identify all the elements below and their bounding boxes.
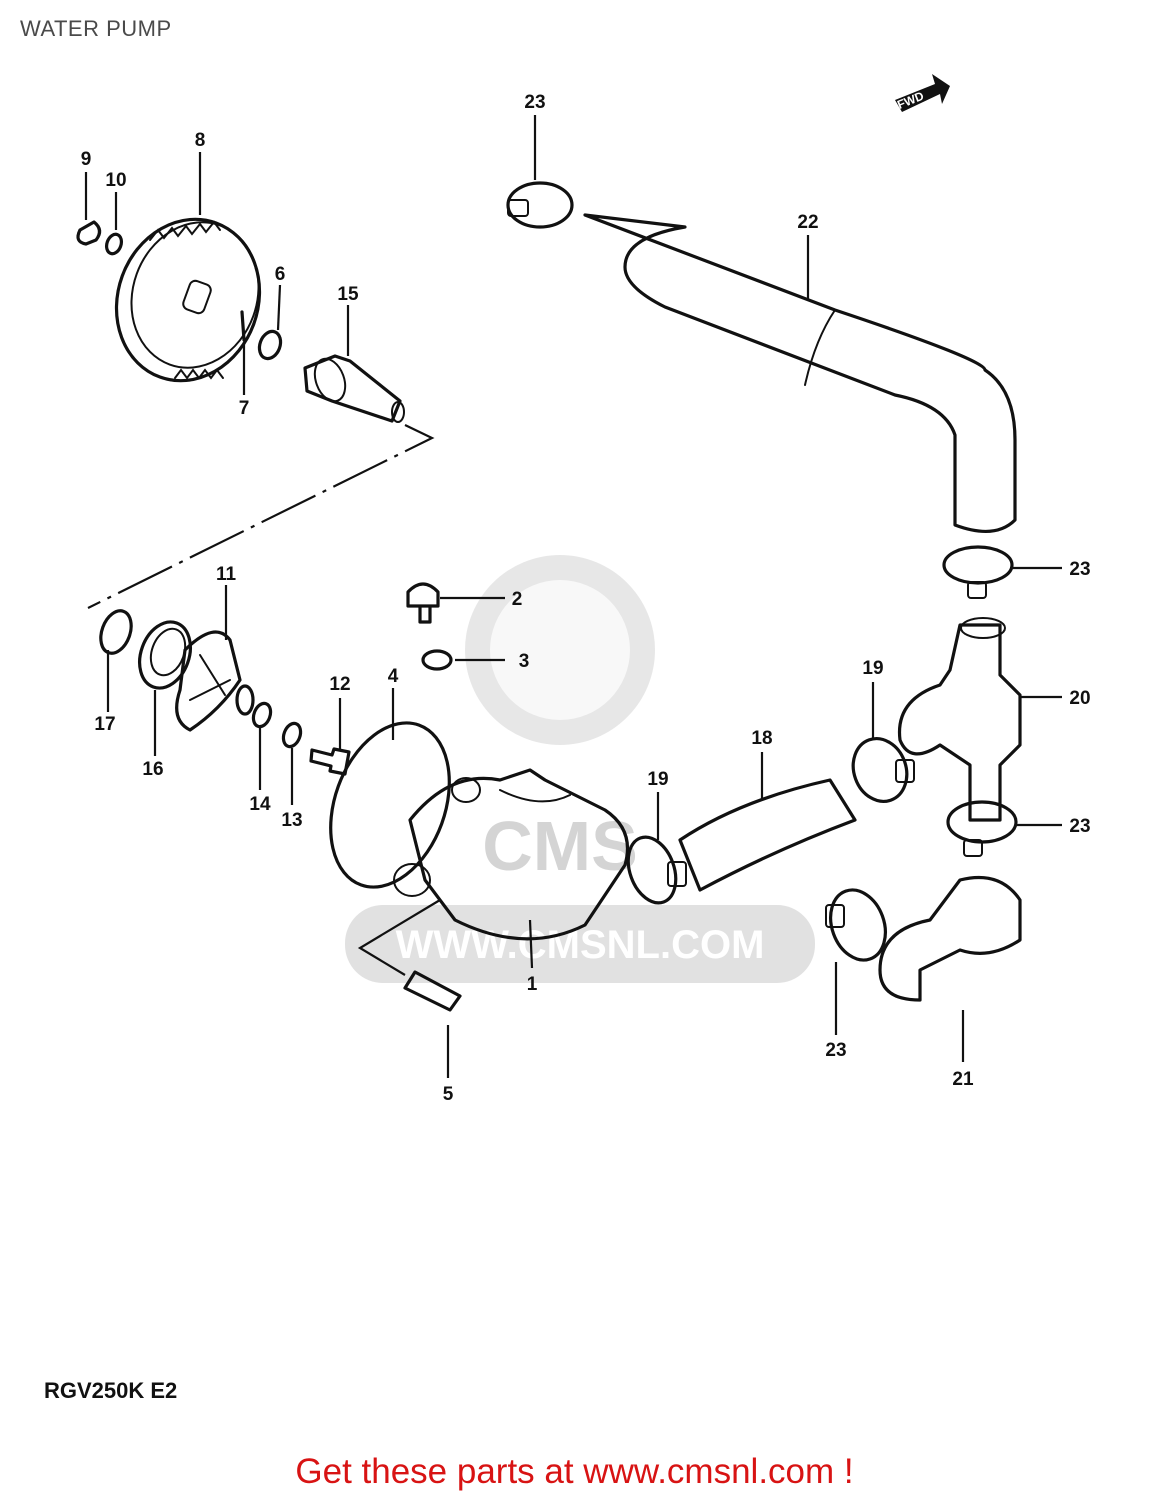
callout-22: 22 [797, 212, 818, 233]
callout-20: 20 [1069, 688, 1090, 709]
callout-4: 4 [388, 666, 399, 687]
part-clamp-19a [626, 835, 687, 905]
callout-23-bottom: 23 [825, 1040, 846, 1061]
forward-direction-tag: FWD [895, 74, 950, 112]
part-gear [114, 217, 262, 383]
callout-8: 8 [195, 130, 206, 151]
part-clamp-19b [851, 737, 915, 803]
callout-12: 12 [329, 674, 350, 695]
part-pin [240, 310, 246, 342]
part-shaft [303, 354, 405, 423]
part-washer-13 [281, 721, 303, 749]
callout-leaders [84, 115, 1062, 1078]
model-code: RGV250K E2 [44, 1378, 178, 1403]
callout-13: 13 [281, 810, 302, 831]
callout-3: 3 [519, 651, 530, 672]
callout-1: 1 [527, 974, 538, 995]
callout-2: 2 [512, 589, 523, 610]
part-drain-plug [406, 582, 440, 624]
callout-15: 15 [337, 284, 359, 305]
fwd-arrow-icon [895, 74, 950, 112]
fwd-label: FWD [895, 89, 926, 112]
watermark: CMS WWW.CMSNL.COM [345, 555, 815, 983]
part-pump-cover [393, 768, 630, 941]
part-bolt-5 [403, 970, 462, 1012]
callout-6: 6 [275, 264, 286, 285]
part-t-joint [897, 617, 1022, 822]
part-hose-18 [678, 778, 857, 892]
callout-17: 17 [94, 714, 115, 735]
callout-14: 14 [249, 794, 271, 815]
watermark-logo-text: CMS [482, 807, 638, 885]
callout-5: 5 [443, 1084, 454, 1105]
callout-23-right-lower: 23 [1069, 816, 1090, 837]
watermark-url: WWW.CMSNL.COM [396, 923, 765, 967]
part-gasket [421, 649, 453, 671]
callout-23-top: 23 [524, 92, 545, 113]
part-washer-6 [257, 329, 283, 361]
callout-19-right: 19 [862, 658, 883, 679]
part-seal [99, 609, 133, 655]
callout-9: 9 [81, 149, 92, 170]
page-title: WATER PUMP [20, 16, 172, 41]
callout-10: 10 [105, 170, 126, 191]
callout-19-left: 19 [647, 769, 668, 790]
part-bolt-12 [309, 747, 351, 776]
callout-23-right-upper: 23 [1069, 559, 1090, 580]
cta-link[interactable]: Get these parts at www.cmsnl.com ! [295, 1452, 854, 1491]
cta-banner: Get these parts at www.cmsnl.com ! [0, 1452, 1149, 1492]
callout-21: 21 [952, 1069, 974, 1090]
callout-7: 7 [239, 398, 250, 419]
callouts: 9 10 8 6 7 15 23 22 23 2 3 11 4 12 17 16… [81, 92, 1091, 1105]
callout-16: 16 [142, 759, 163, 780]
part-clamp-23a [506, 181, 574, 229]
callout-11: 11 [216, 564, 237, 585]
part-clamp-23c [946, 800, 1018, 857]
part-o-ring [329, 721, 451, 889]
part-washer-10 [104, 232, 124, 256]
part-spring [138, 620, 192, 690]
callout-18: 18 [751, 728, 772, 749]
part-impeller [175, 630, 255, 732]
part-clamp-23b [942, 545, 1014, 599]
part-long-hose [583, 213, 1017, 534]
part-clip [76, 220, 102, 246]
part-clamp-23d [825, 888, 887, 962]
part-washer-14 [251, 701, 273, 729]
part-elbow-hose [878, 875, 1022, 1002]
